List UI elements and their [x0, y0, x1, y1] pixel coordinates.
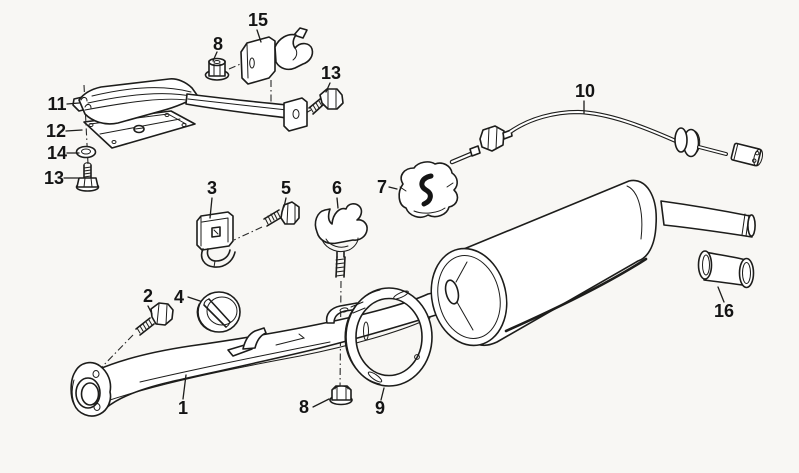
- leader-lines: [63, 29, 725, 408]
- muffler-inlet: [444, 279, 460, 305]
- part-label-15: 15: [248, 10, 268, 30]
- part-label-3: 3: [207, 178, 217, 198]
- spring-washer: [75, 145, 97, 159]
- pipe-bracket-flag: [227, 327, 267, 357]
- clamp-ring: [344, 287, 433, 387]
- part-label-8-bottom: 8: [299, 397, 309, 417]
- tail-pipe: [660, 200, 756, 238]
- front-pipe: [96, 287, 460, 409]
- hex-bolt-clip: [263, 201, 300, 227]
- muffler: [430, 179, 657, 347]
- support-bracket-with-clamp: [240, 27, 314, 85]
- part-label-12: 12: [46, 121, 66, 141]
- tail-pipe-tip: [697, 250, 755, 289]
- part-label-6: 6: [332, 178, 342, 198]
- part-label-13-right: 13: [321, 63, 341, 83]
- cable-ferrule: [469, 145, 481, 157]
- pipe-flange: [70, 361, 112, 417]
- part-label-14: 14: [47, 143, 67, 163]
- hex-bolt-flange: [135, 302, 174, 336]
- pipe-clamp-with-stud: [314, 203, 368, 278]
- part-label-13-left: 13: [44, 168, 64, 188]
- hex-bolt-bracket: [308, 88, 344, 115]
- flange-nut-top: [204, 57, 230, 81]
- part-label-4: 4: [174, 287, 184, 307]
- rubber-hanger: [398, 161, 459, 218]
- hex-bolt-front-left: [75, 162, 100, 192]
- hex-nut-bottom: [329, 385, 353, 406]
- part-label-2: 2: [143, 286, 153, 306]
- part-label-10: 10: [575, 81, 595, 101]
- part-labels: 15 8 13 11 12 14 13 10 3 5 6 7 2 4 1 8 9…: [44, 10, 734, 418]
- part-label-5: 5: [281, 178, 291, 198]
- part-label-16: 16: [714, 301, 734, 321]
- sensor-cable: [449, 109, 764, 167]
- rubber-grommet: [196, 291, 241, 333]
- cable-nut: [479, 125, 505, 152]
- part-label-8-top: 8: [213, 34, 223, 54]
- part-label-11: 11: [47, 94, 66, 114]
- cable-connector: [730, 142, 764, 167]
- part-label-7: 7: [377, 177, 387, 197]
- part-label-1: 1: [178, 398, 188, 418]
- support-arm: [185, 93, 308, 132]
- part-label-9: 9: [375, 398, 385, 418]
